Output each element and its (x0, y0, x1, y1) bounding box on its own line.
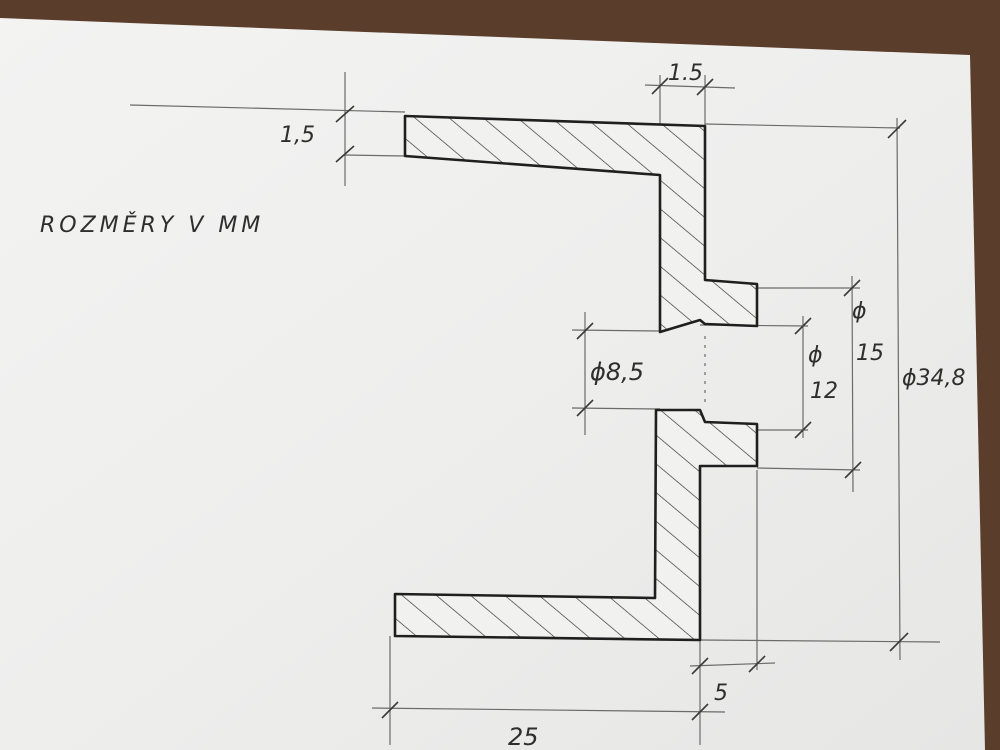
groove-diameter-symbol: ϕ (808, 343, 823, 368)
boss-diameter-symbol: ϕ (852, 299, 867, 324)
units-note: ROZMĚRY V MM (40, 212, 264, 238)
bore-diameter-label: ϕ8,5 (590, 358, 644, 386)
boss-length-label: 5 (714, 681, 728, 706)
wall-thickness-label: 1.5 (668, 61, 703, 86)
flange-thickness-label: 1,5 (280, 123, 315, 148)
overall-length-label: 25 (508, 723, 539, 750)
outer-diameter-label: ϕ34,8 (902, 366, 966, 391)
paper (0, 18, 985, 750)
boss-diameter-label: 15 (856, 341, 884, 366)
groove-diameter-label: 12 (810, 379, 838, 404)
section-lower (393, 408, 759, 642)
section-upper (403, 114, 759, 334)
dimension-lines (335, 72, 909, 721)
